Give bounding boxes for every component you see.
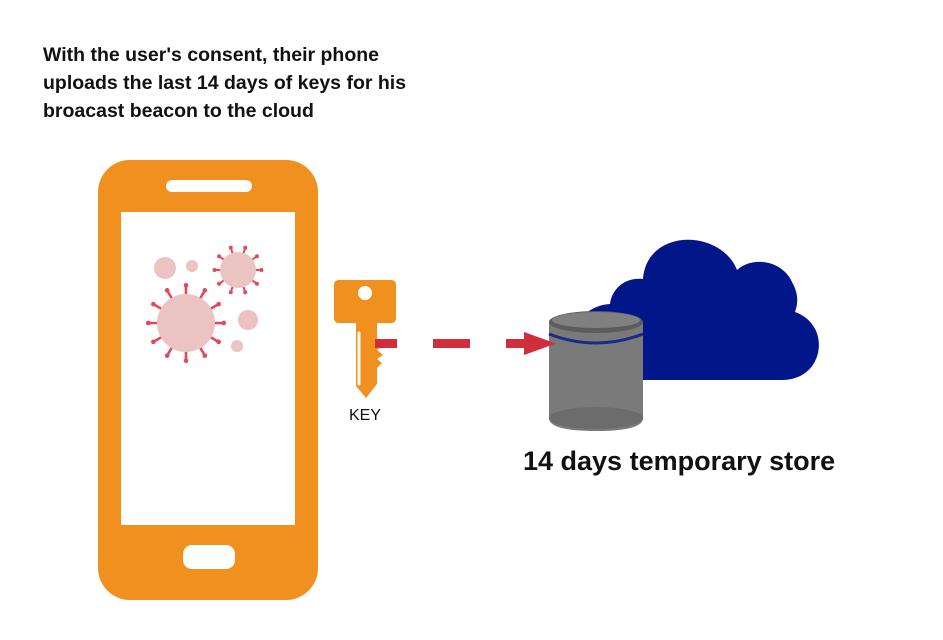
database-icon	[548, 311, 644, 431]
phone-speaker	[166, 180, 252, 192]
virus-particle	[238, 310, 258, 330]
diagram-caption: With the user's consent, their phone upl…	[43, 44, 407, 122]
dashed-arrow	[375, 332, 556, 355]
arrow-head	[524, 332, 556, 355]
virus-particle	[154, 257, 176, 279]
store-label: 14 days temporary store	[523, 446, 836, 476]
virus-particle	[231, 340, 243, 352]
virus-cell	[145, 282, 227, 364]
phone-screen	[121, 212, 295, 525]
phone-home-button	[183, 545, 235, 569]
key-label: KEY	[348, 407, 381, 424]
virus-cell	[212, 245, 264, 295]
virus-particle	[186, 260, 198, 272]
key-hole	[358, 286, 372, 300]
smartphone-icon	[98, 160, 318, 600]
key-icon	[334, 280, 396, 398]
virus-icon	[145, 245, 264, 364]
